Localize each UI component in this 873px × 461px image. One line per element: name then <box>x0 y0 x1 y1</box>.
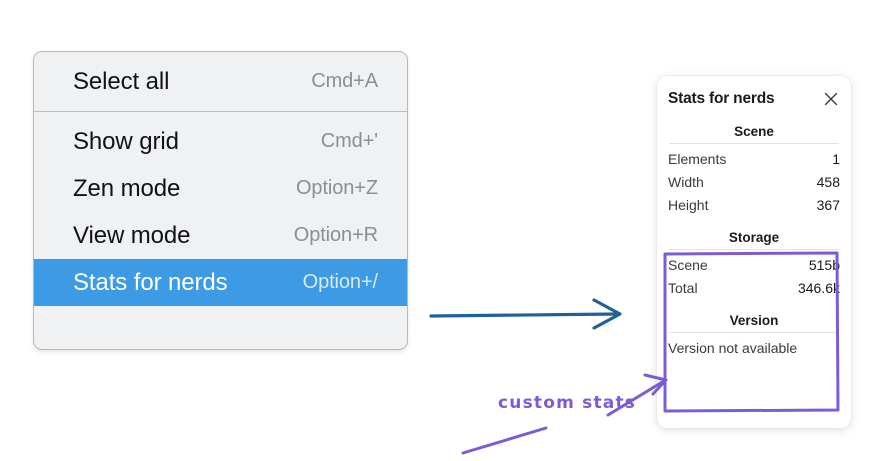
menu-item-show-grid[interactable]: Show grid Cmd+' <box>34 118 407 165</box>
menu-item-shortcut: Cmd+' <box>320 130 378 152</box>
menu-item-label: View mode <box>73 221 191 249</box>
menu-item-label: Stats for nerds <box>73 268 228 296</box>
section-rule <box>669 332 839 333</box>
close-icon[interactable] <box>822 90 840 108</box>
menu-group-2: Show grid Cmd+' Zen mode Option+Z View m… <box>34 112 407 312</box>
stat-value: 515b <box>808 256 840 273</box>
menu-item-select-all[interactable]: Select all Cmd+A <box>34 58 407 105</box>
panel-title: Stats for nerds <box>668 90 775 107</box>
annotation-label: custom stats <box>498 393 637 413</box>
menu-item-shortcut: Option+R <box>293 224 378 246</box>
menu-item-stats-for-nerds[interactable]: Stats for nerds Option+/ <box>34 259 407 306</box>
stat-row: Elements 1 <box>668 147 840 170</box>
stat-key: Total <box>668 279 698 296</box>
menu-item-label: Select all <box>73 67 170 95</box>
stat-value: 367 <box>816 196 840 213</box>
menu-item-zen-mode[interactable]: Zen mode Option+Z <box>34 165 407 212</box>
menu-item-shortcut: Option+/ <box>302 271 378 293</box>
section-scene: Scene Elements 1 Width 458 Height 367 <box>668 116 840 216</box>
stat-row: Total 346.6k <box>668 276 840 299</box>
stat-row: Height 367 <box>668 193 840 216</box>
stat-key: Elements <box>668 150 727 167</box>
stat-key: Height <box>668 196 709 213</box>
stats-for-nerds-panel: Stats for nerds Scene Elements 1 Width 4… <box>657 76 851 428</box>
stat-key: Width <box>668 173 704 190</box>
menu-item-label: Show grid <box>73 127 179 155</box>
stat-value: 1 <box>832 150 840 167</box>
menu-item-label: Zen mode <box>73 174 181 202</box>
section-storage: Storage Scene 515b Total 346.6k <box>668 216 840 299</box>
menu-group-1: Select all Cmd+A <box>34 52 407 111</box>
stat-value: 346.6k <box>797 279 840 296</box>
section-version: Version Version not available <box>668 299 840 360</box>
blue-arrow-annotation <box>429 298 622 330</box>
stat-key: Scene <box>668 256 708 273</box>
version-note: Version not available <box>668 340 798 356</box>
menu-item-shortcut: Option+Z <box>295 177 378 199</box>
context-menu[interactable]: Select all Cmd+A Show grid Cmd+' Zen mod… <box>33 51 408 350</box>
section-rule <box>669 249 839 250</box>
section-title-version: Version <box>729 313 779 328</box>
menu-divider <box>34 111 407 112</box>
section-title-scene: Scene <box>734 124 774 139</box>
section-rule <box>669 143 839 144</box>
menu-item-shortcut: Cmd+A <box>311 70 378 92</box>
section-title-storage: Storage <box>728 230 780 245</box>
menu-item-view-mode[interactable]: View mode Option+R <box>34 212 407 259</box>
panel-header: Stats for nerds <box>668 76 840 116</box>
stat-row: Width 458 <box>668 170 840 193</box>
stat-row: Scene 515b <box>668 253 840 276</box>
purple-underline-stroke <box>461 426 548 455</box>
stat-value: 458 <box>816 173 840 190</box>
